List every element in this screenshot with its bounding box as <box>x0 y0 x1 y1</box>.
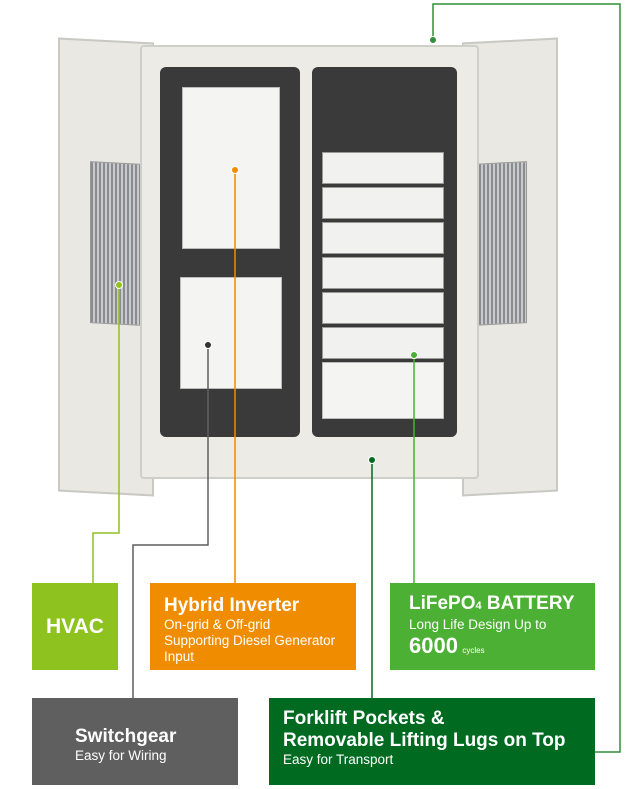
inverter-title: Hybrid Inverter <box>164 595 300 616</box>
right-bay <box>312 67 457 437</box>
forklift-label-box: Forklift Pockets & Removable Lifting Lug… <box>269 698 595 785</box>
inverter-line: Input <box>164 649 195 664</box>
battery-title: LiFePO <box>409 593 476 614</box>
switchgear-title: Switchgear <box>75 726 177 747</box>
cycles-unit: cycles <box>462 646 485 655</box>
switchgear-label-box: Switchgear Easy for Wiring <box>32 698 238 785</box>
cycles-value: 6000 <box>409 633 458 658</box>
inverter-line: On-grid & Off-grid <box>164 617 271 632</box>
battery-line: Long Life Design Up to <box>409 617 547 632</box>
battery-subscript: 4 <box>475 600 482 612</box>
forklift-line: Easy for Transport <box>283 752 394 767</box>
switchgear-unit <box>180 277 282 389</box>
inverter-unit <box>182 87 280 249</box>
forklift-title-2: Removable Lifting Lugs on Top <box>283 730 566 751</box>
hvac-label-box: HVAC <box>32 583 118 670</box>
battery-label-box: LiFePO4 BATTERY Long Life Design Up to 6… <box>390 583 595 670</box>
cabinet <box>140 45 479 479</box>
hvac-title: HVAC <box>46 614 104 638</box>
forklift-title-1: Forklift Pockets & <box>283 708 445 729</box>
left-bay <box>160 67 300 437</box>
switchgear-line: Easy for Wiring <box>75 748 167 763</box>
inverter-label-box: Hybrid Inverter On-grid & Off-grid Suppo… <box>150 583 356 670</box>
inverter-line: Supporting Diesel Generator <box>164 633 336 648</box>
battery-title-2: BATTERY <box>481 593 575 614</box>
